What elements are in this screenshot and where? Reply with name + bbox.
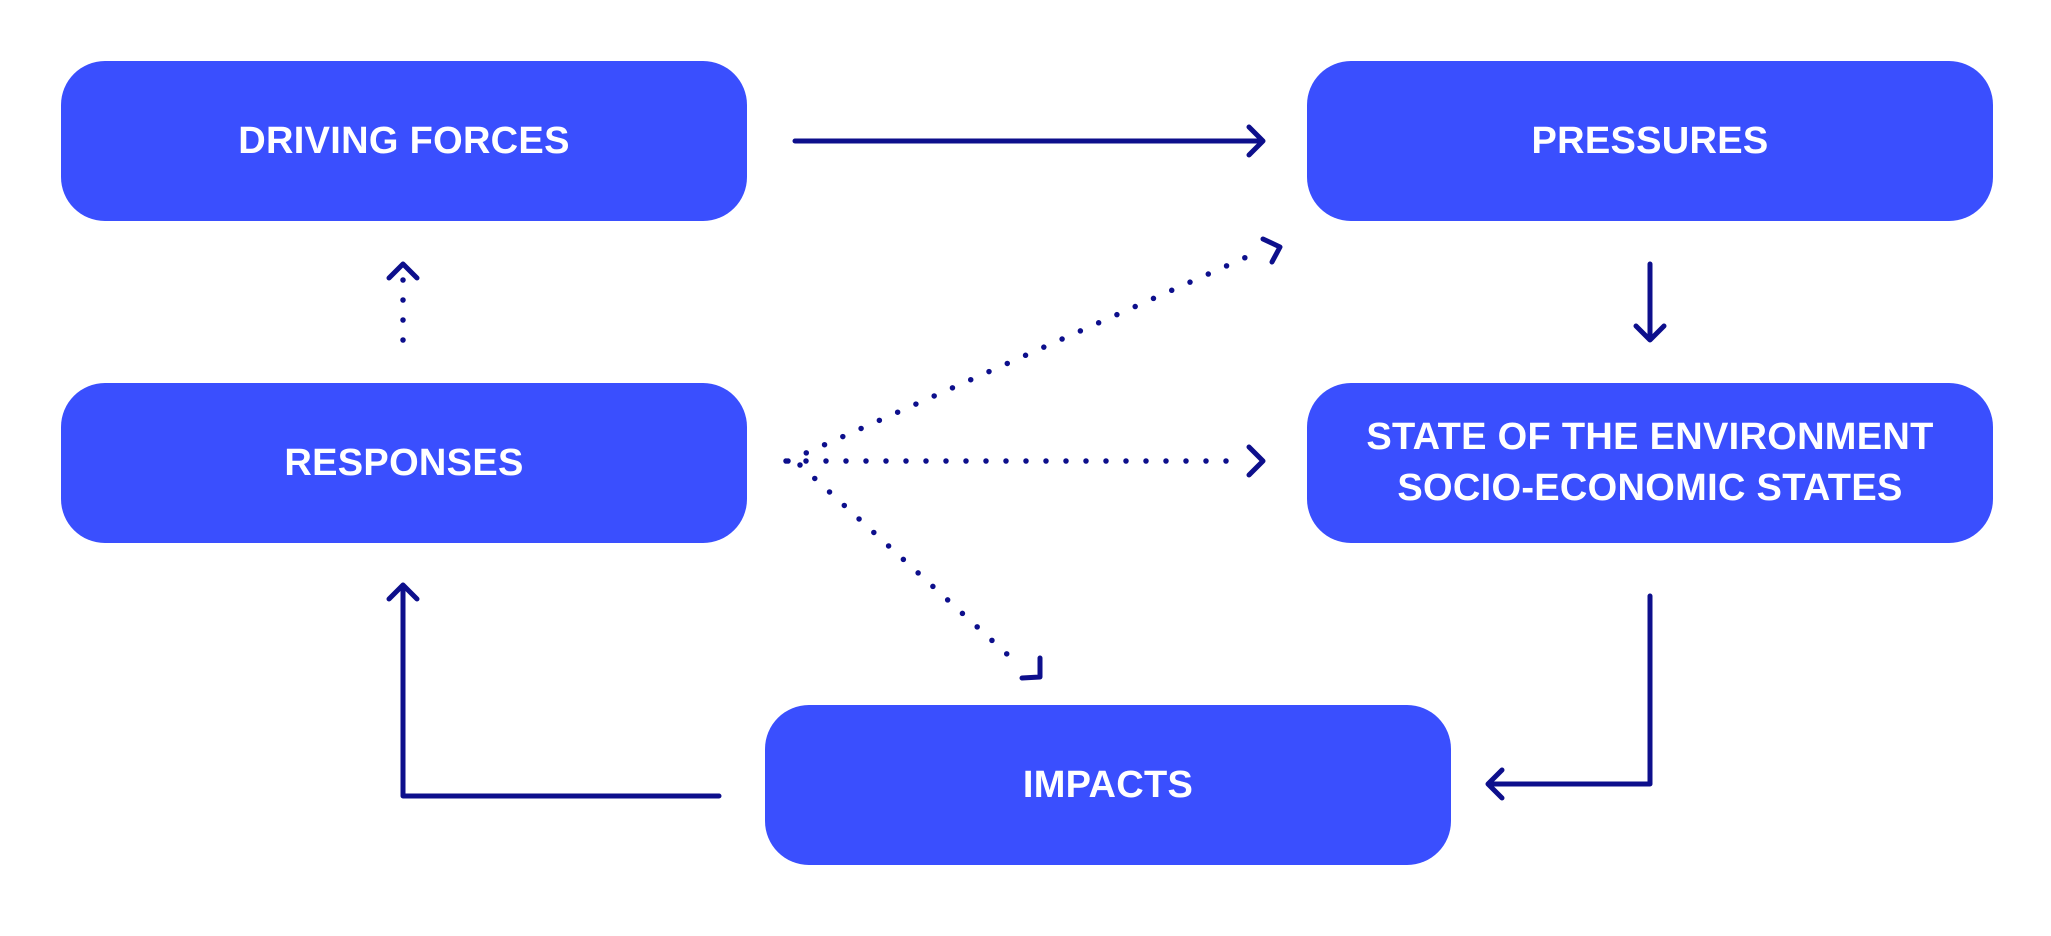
node-responses-label: RESPONSES xyxy=(284,441,524,484)
node-pressures: PRESSURES xyxy=(1307,61,1993,221)
node-driving-forces-label: DRIVING FORCES xyxy=(238,119,570,162)
edge-responses-to-driving-forces xyxy=(386,261,420,343)
node-responses: RESPONSES xyxy=(61,383,747,543)
node-driving-forces: DRIVING FORCES xyxy=(61,61,747,221)
node-impacts-label: IMPACTS xyxy=(1022,763,1194,806)
node-state-label-line-1: STATE OF THE ENVIRONMENT xyxy=(1366,416,1934,458)
node-state-label-line-2: SOCIO-ECONOMIC STATES xyxy=(1397,467,1903,509)
edge-impacts-to-responses xyxy=(386,582,722,799)
node-state: STATE OF THE ENVIRONMENT SOCIO-ECONOMIC … xyxy=(1307,383,1993,543)
edge-responses-to-pressures xyxy=(785,236,1283,464)
node-impacts: IMPACTS xyxy=(765,705,1451,865)
node-pressures-label: PRESSURES xyxy=(1531,119,1769,162)
edge-driving-forces-to-pressures xyxy=(792,124,1266,158)
edge-state-to-impacts xyxy=(1485,593,1653,801)
edge-responses-to-state xyxy=(783,444,1266,478)
edge-pressures-to-state xyxy=(1633,261,1667,343)
edge-responses-to-impacts xyxy=(797,462,1043,681)
